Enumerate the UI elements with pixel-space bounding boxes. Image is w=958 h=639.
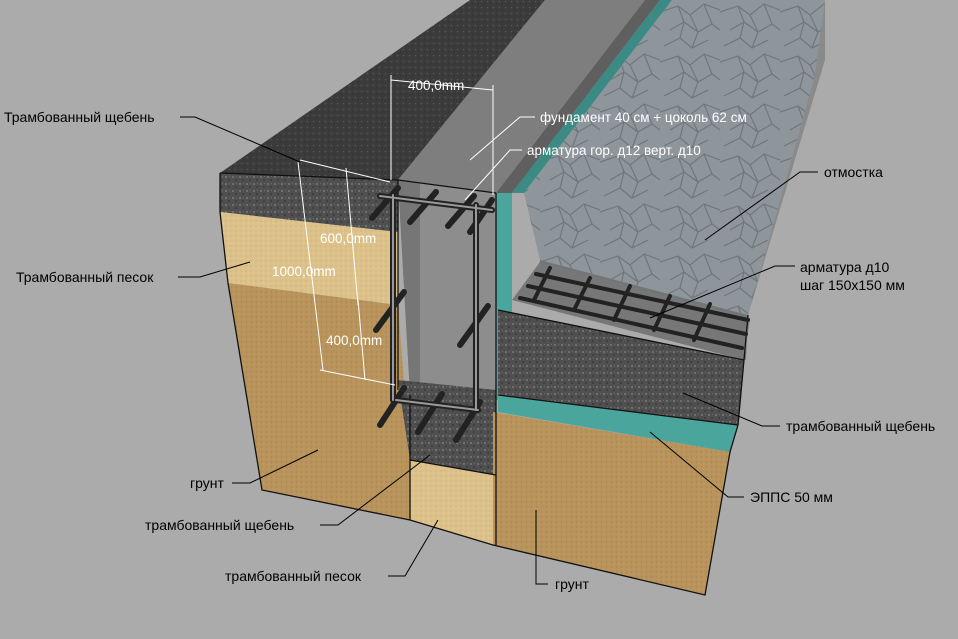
- sand-bed-bottom: [410, 460, 496, 545]
- dimension-lines: [297, 75, 494, 386]
- label-bottom-sand: трамбованный песок: [225, 568, 362, 584]
- foundation-concrete-face: [398, 180, 496, 400]
- dim-depth-1000: 1000,0mm: [272, 264, 336, 279]
- dim-depth-400: 400,0mm: [326, 333, 382, 348]
- soil-layer-right: [493, 412, 730, 595]
- label-soil-right: грунт: [555, 576, 589, 592]
- leader-lines: [178, 116, 818, 585]
- rebar-cage: [369, 185, 495, 443]
- label-rebar-main: арматура гор. д12 верт. д10: [527, 143, 701, 158]
- label-rebar-mesh-2: шаг 150x150 мм: [800, 277, 905, 293]
- foundation-top-surface: [398, 0, 645, 193]
- epps-horizontal-plate: [498, 395, 738, 452]
- label-soil-left: грунт: [190, 475, 224, 491]
- label-rebar-mesh-1: арматура д10: [800, 259, 890, 275]
- foundation-concrete-shadow: [398, 180, 420, 398]
- label-epps: ЭППС 50 мм: [750, 489, 833, 505]
- label-right-crushed-stone: трамбованный щебень: [786, 418, 935, 434]
- sand-layer-top: [220, 212, 398, 305]
- label-foundation: фундамент 40 см + цоколь 62 см: [540, 110, 747, 125]
- dim-depth-600: 600,0mm: [320, 231, 376, 246]
- foundation-side-face: [496, 0, 660, 193]
- label-blind-area: отмостка: [824, 164, 883, 180]
- label-top-sand: Трамбованный песок: [16, 269, 154, 285]
- gravel-layer-right: [498, 310, 744, 425]
- label-top-crushed-stone: Трамбованный щебень: [4, 109, 155, 125]
- gravel-layer-top: [220, 173, 398, 232]
- dim-width-top: 400,0mm: [408, 78, 464, 93]
- blind-area-stone-surface: [524, 0, 825, 315]
- epps-vertical-far: [512, 0, 672, 193]
- soil-layer-left: [228, 283, 410, 520]
- label-bottom-crushed-stone: трамбованный щебень: [145, 517, 294, 533]
- asphalt-top-surface: [220, 0, 545, 180]
